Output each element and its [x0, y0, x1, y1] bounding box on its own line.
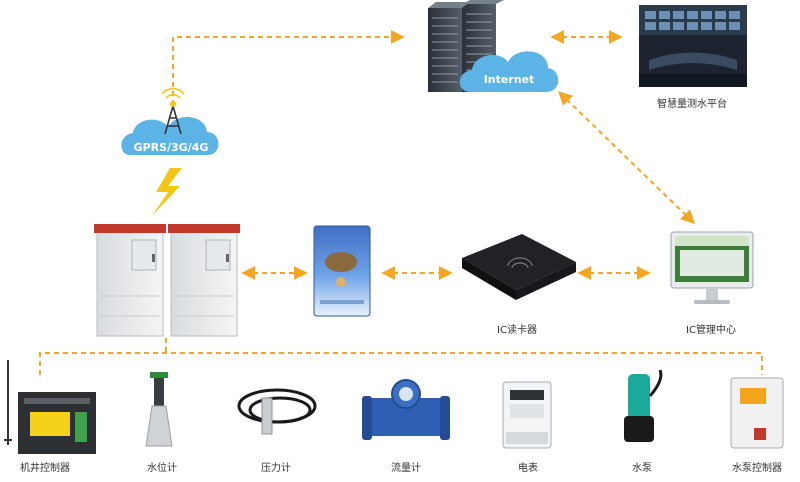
platform-label: 智慧量测水平台: [657, 99, 727, 110]
device-label-well-controller: 机井控制器: [20, 463, 70, 474]
link-gprs-internet: [172, 30, 405, 105]
device-label-pressure-meter: 压力计: [261, 463, 291, 474]
server-rack-icon: [428, 0, 504, 92]
device-label-flow-meter: 流量计: [391, 463, 421, 474]
device-label-electric-meter: 电表: [518, 463, 538, 474]
level-meter-icon: [145, 372, 173, 447]
antenna-tower-icon: [161, 87, 185, 135]
water-pump-icon: [624, 369, 663, 442]
internet-label: Internet: [484, 73, 535, 86]
ic-center-label: IC管理中心: [686, 325, 736, 336]
electric-meter-icon: [502, 381, 552, 449]
gprs-label: GPRS/3G/4G: [134, 141, 209, 154]
gprs-cloud: GPRS/3G/4G: [121, 116, 219, 155]
ic-card-icon: [313, 225, 371, 317]
connectors: [39, 30, 763, 375]
ic-reader-label: IC读卡器: [497, 325, 537, 336]
flow-meter-icon: [362, 379, 450, 440]
well-controller-icon: [4, 360, 96, 454]
device-bus: [39, 338, 763, 375]
pump-controller-icon: [730, 377, 784, 449]
device-label-pump-controller: 水泵控制器: [732, 463, 782, 474]
link-internet-ic-center: [557, 91, 696, 224]
internet-cloud: Internet: [459, 51, 559, 92]
lightning-icon: [152, 168, 182, 216]
well-cabinet-icon: [94, 224, 240, 337]
pressure-meter-icon: [237, 388, 317, 435]
computer-monitor-icon: [670, 231, 754, 304]
card-reader-icon: [462, 234, 576, 300]
control-room-image: [639, 5, 747, 87]
device-label-level-meter: 水位计: [147, 463, 177, 474]
device-label-water-pump: 水泵: [632, 463, 652, 474]
